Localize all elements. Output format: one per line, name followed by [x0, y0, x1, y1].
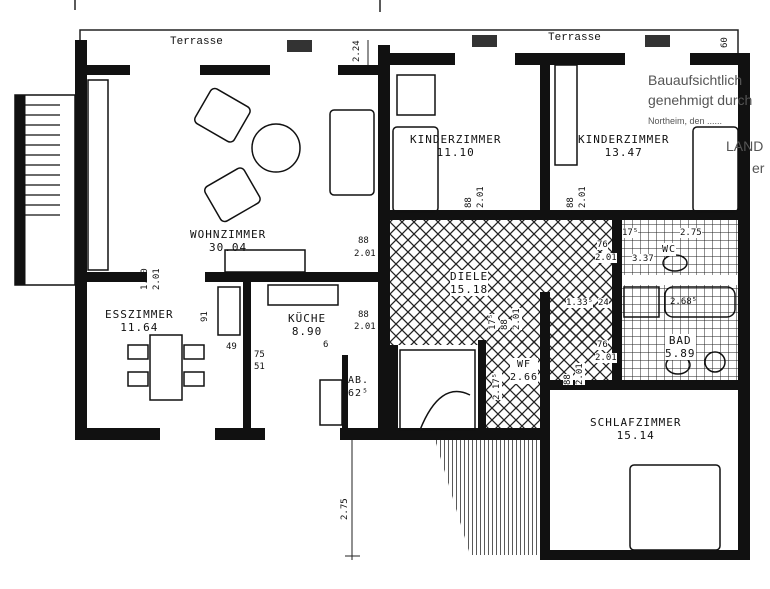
room-abstellraum: AB. 62⁵ [348, 374, 369, 400]
dim-275: 2.75 [680, 228, 702, 238]
room-name: KINDERZIMMER [410, 133, 502, 146]
dim-91: 91 [200, 311, 210, 322]
dim-201-f: 2.01 [595, 253, 617, 263]
room-schlafzimmer: SCHLAFZIMMER 15.14 [590, 416, 681, 442]
walls [75, 40, 750, 560]
dim-2175: 2.17⁵ [492, 372, 502, 400]
stamp-line-1: Bauaufsichtlich [648, 72, 743, 88]
stamp-line-5: er [752, 160, 765, 176]
room-kinderzimmer-2: KINDERZIMMER 13.47 [578, 133, 669, 159]
room-area: 2.66 [510, 372, 539, 383]
dim-201-a: 2.01 [152, 268, 162, 290]
dim-201-d: 2.01 [476, 186, 486, 208]
room-wf: WF 2.66 [510, 358, 539, 384]
dim-49: 49 [226, 342, 237, 352]
dim-51: 51 [254, 362, 265, 372]
stamp-line-4: LAND [726, 138, 764, 154]
room-name: DIELE [450, 270, 489, 283]
stamp-line-2: genehmigt durch [648, 92, 753, 108]
dim-88-b: 88 [358, 310, 369, 320]
dim-201-b: 2.01 [354, 249, 376, 259]
dim-76-a: 76 [597, 240, 608, 250]
room-diele: DIELE 15.18 [450, 270, 489, 296]
room-name: BAD [668, 334, 692, 347]
terrace-label-right: Terrasse [548, 32, 601, 44]
dim-88-c: 88 [464, 197, 474, 208]
dim-76-b: 76 [597, 340, 608, 350]
dim-224: 2.24 [352, 40, 362, 62]
stamp-line-3: Northeim, den ...... [648, 116, 723, 126]
room-name: KINDERZIMMER [578, 133, 670, 146]
wc-area: 3.37 [632, 254, 654, 264]
terrace-outline [74, 0, 739, 53]
dim-24: 24 [598, 298, 609, 308]
room-area: 13.47 [604, 146, 643, 159]
dim-201-i: 2.01 [512, 308, 522, 330]
room-area: 5.89 [665, 347, 696, 360]
dim-201-h: 2.01 [575, 363, 585, 385]
dimension-lines [345, 40, 369, 560]
dim-88-d: 88 [566, 197, 576, 208]
dim-201-c: 2.01 [354, 322, 376, 332]
dim-60: 60 [720, 37, 730, 48]
room-area: 62⁵ [348, 388, 370, 399]
room-name: WF [517, 359, 532, 370]
dim-2685: 2.68⁵ [670, 297, 698, 307]
external-stair [14, 94, 76, 286]
room-area: 15.14 [616, 429, 655, 442]
room-area: 15.18 [450, 283, 489, 296]
dim-275-bottom: 2.75 [340, 498, 350, 520]
room-area: 11.10 [436, 146, 475, 159]
dim-175-b: 17⁵ [488, 313, 498, 330]
dim-1335: 1.33⁵ [566, 298, 594, 308]
room-name: SCHLAFZIMMER [590, 416, 682, 429]
dim-180: 1.80 [140, 268, 150, 290]
room-wohnzimmer: WOHNZIMMER 30.04 [190, 228, 266, 254]
dim-88-a: 88 [358, 236, 369, 246]
dim-75: 75 [254, 350, 265, 360]
dim-88-e: 88 [563, 374, 573, 385]
dim-6: 6 [323, 340, 329, 350]
room-kueche: KÜCHE 8.90 [288, 312, 326, 338]
room-area: 30.04 [209, 241, 248, 254]
furniture [87, 64, 739, 551]
room-esszimmer: ESSZIMMER 11.64 [105, 308, 174, 334]
terrace-label-left: Terrasse [170, 36, 223, 48]
radiators [287, 35, 670, 52]
entrance-steps [435, 440, 540, 555]
dim-88-f: 88 [500, 319, 510, 330]
room-name: AB. [348, 375, 370, 386]
dim-201-g: 2.01 [595, 353, 617, 363]
room-area: 11.64 [120, 321, 159, 334]
room-bad: BAD 5.89 [665, 334, 696, 360]
bad-floor [622, 285, 738, 380]
room-wc: WC [662, 243, 677, 256]
room-name: ESSZIMMER [105, 308, 174, 321]
room-name: KÜCHE [288, 312, 327, 325]
room-area: 8.90 [291, 325, 323, 338]
room-kinderzimmer-1: KINDERZIMMER 11.10 [410, 133, 501, 159]
room-name: WOHNZIMMER [190, 228, 267, 241]
dim-175: 17⁵ [622, 228, 639, 238]
dim-201-e: 2.01 [578, 186, 588, 208]
